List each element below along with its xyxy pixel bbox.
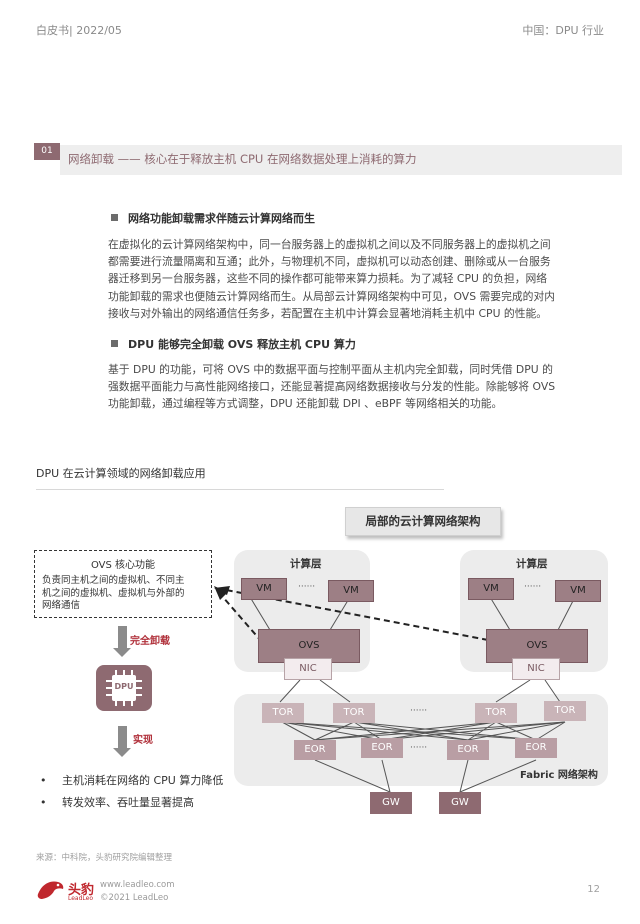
bullet-square-icon <box>111 214 118 221</box>
bullet-dot-icon: • <box>40 796 47 809</box>
source-note: 来源：中科院，头豹研究院编辑整理 <box>36 853 173 863</box>
fabric-label: Fabric 网络架构 <box>520 770 598 781</box>
paragraph-line: 功能卸载的需求也便随云计算网络而生。从局部云计算网络架构中可见，OVS 需要完成… <box>108 289 556 303</box>
description-line: 网络通信 <box>42 600 81 611</box>
offload-label: 完全卸载 <box>130 636 170 647</box>
subsection-heading: 网络功能卸载需求伴随云计算网络而生 <box>128 212 315 225</box>
description-line: 负责同主机之间的虚拟机、不同主 <box>42 575 185 586</box>
result-item: • 主机消耗在网络的 CPU 算力降低 <box>40 772 223 788</box>
eor-switch: EOR <box>294 740 336 760</box>
down-arrow-icon <box>118 626 127 648</box>
section-number: 01 <box>34 143 60 160</box>
vm-box: VM <box>241 578 287 600</box>
section-title: 网络卸载 —— 核心在于释放主机 CPU 在网络数据处理上消耗的算力 <box>68 152 417 166</box>
paragraph: 基于 DPU 的功能，可将 OVS 中的数据平面与控制平面从主机内完全卸载，同时… <box>108 361 598 413</box>
bullet-square-icon <box>111 340 118 347</box>
gateway-box: GW <box>370 792 412 814</box>
paragraph-line: 器迁移到另一台服务器，这些不同的操作都可能带来算力损耗。为了减轻 CPU 的负担… <box>108 272 548 286</box>
compute-layer-label: 计算层 <box>516 558 548 570</box>
section-title-bar <box>60 145 622 175</box>
website-link[interactable]: www.leadleo.com <box>100 880 175 890</box>
ellipsis: ······ <box>410 743 428 753</box>
logo-english: LeadLeo <box>68 895 94 902</box>
vm-box: VM <box>555 580 601 602</box>
ovs-core-title: OVS 核心功能 <box>90 560 156 571</box>
paragraph-line: 基于 DPU 的功能，可将 OVS 中的数据平面与控制平面从主机内完全卸载，同时… <box>108 363 553 376</box>
ovs-core-function-box <box>34 550 212 618</box>
result-item: • 转发效率、吞吐量显著提高 <box>40 794 194 810</box>
paragraph-line: 功能卸载，通过编程等方式调整，DPU 还能卸载 DPI 、eBPF 等网络相关的… <box>108 397 503 411</box>
nic-box: NIC <box>284 658 332 680</box>
paragraph-line: 在虚拟化的云计算网络架构中，同一台服务器上的虚拟机之间以及不同服务器上的虚拟机之… <box>108 238 551 251</box>
down-arrow-icon <box>113 748 131 757</box>
header-doc-label: 白皮书| 2022/05 <box>36 24 122 37</box>
logo-chinese: 头豹 <box>68 883 95 898</box>
tor-switch: TOR <box>544 701 586 721</box>
divider <box>36 489 444 490</box>
bullet-dot-icon: • <box>40 774 47 787</box>
ellipsis: ······ <box>298 582 316 592</box>
paragraph-line: 接收与对外输出的网络通信任务多，若配置在主机中计算会显著地消耗主机中 CPU 的… <box>108 306 548 320</box>
header-industry-label: 中国：DPU 行业 <box>522 24 604 37</box>
result-text: 转发效率、吞吐量显著提高 <box>62 796 194 809</box>
ovs-core-description: 负责同主机之间的虚拟机、不同主 机之间的虚拟机、虚拟机与外部的 网络通信 <box>42 575 206 613</box>
tor-switch: TOR <box>262 703 304 723</box>
leopard-logo-icon <box>37 881 64 899</box>
vm-box: VM <box>468 578 514 600</box>
nic-box: NIC <box>512 658 560 680</box>
paragraph-line: 强数据平面能力与高性能网络接口，还能显著提高网络数据接收与分发的性能。除能够将 … <box>108 380 556 394</box>
architecture-title: 局部的云计算网络架构 <box>345 507 501 536</box>
eor-switch: EOR <box>515 738 557 758</box>
eor-switch: EOR <box>447 740 489 760</box>
tor-switch: TOR <box>475 703 517 723</box>
paragraph: 在虚拟化的云计算网络架构中，同一台服务器上的虚拟机之间以及不同服务器上的虚拟机之… <box>108 236 598 322</box>
subsection-heading: DPU 能够完全卸载 OVS 释放主机 CPU 算力 <box>128 338 356 351</box>
result-text: 主机消耗在网络的 CPU 算力降低 <box>62 774 224 787</box>
page-number: 12 <box>587 884 600 895</box>
gateway-box: GW <box>439 792 481 814</box>
diagram-title: DPU 在云计算领域的网络卸载应用 <box>36 467 206 480</box>
description-line: 机之间的虚拟机、虚拟机与外部的 <box>42 587 185 599</box>
vm-box: VM <box>328 580 374 602</box>
down-arrow-icon <box>118 726 127 748</box>
dpu-chip-icon <box>96 665 152 711</box>
realize-label: 实现 <box>133 735 153 746</box>
ellipsis: ······ <box>524 582 542 592</box>
eor-switch: EOR <box>361 738 403 758</box>
compute-layer-label: 计算层 <box>290 558 322 570</box>
tor-switch: TOR <box>333 703 375 723</box>
dpu-label: DPU <box>114 682 134 691</box>
down-arrow-icon <box>113 648 131 657</box>
copyright: ©2021 LeadLeo <box>100 893 169 903</box>
paragraph-line: 都需要进行流量隔离和互通；此外，与物理机不同，虚拟机可以动态创建、删除或从一台服… <box>108 255 551 269</box>
ellipsis: ······ <box>410 706 428 716</box>
